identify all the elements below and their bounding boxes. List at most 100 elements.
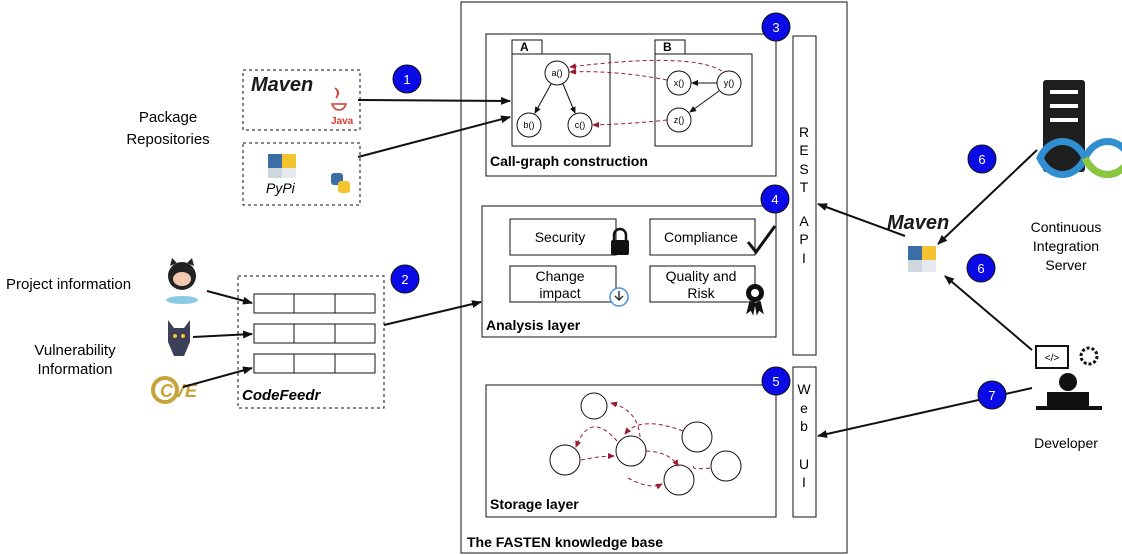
svg-text:2: 2 (401, 272, 408, 287)
rest-api-letter: S (799, 161, 808, 177)
badge-3: 3 (761, 12, 791, 42)
badge-2: 2 (390, 264, 420, 294)
web-ui-letter: I (802, 474, 806, 490)
package-repositories-label-2: Repositories (126, 131, 209, 148)
svg-text:3: 3 (772, 20, 779, 35)
cve-logo-icon: CVE (151, 376, 198, 404)
storage-edge (610, 401, 641, 438)
github-octocat-icon (166, 258, 198, 304)
developer-icon: </> (1035, 345, 1102, 410)
ci-server-label-1: Continuous (1031, 219, 1102, 235)
dashed-edge-y-a (569, 59, 723, 72)
svg-text:5: 5 (772, 374, 779, 389)
arrow-package-to-rest (817, 203, 906, 237)
node-a-label: a() (552, 68, 563, 78)
node-a (544, 60, 570, 86)
analysis-quality-label-2: Risk (687, 285, 715, 301)
analysis-security-label: Security (535, 229, 586, 245)
analysis-change-box (509, 265, 617, 303)
badge-5: 5 (761, 366, 791, 396)
analysis-compliance-label: Compliance (664, 229, 738, 245)
web-ui-letter: e (800, 400, 808, 416)
lock-icon (611, 227, 629, 255)
arrow-developer-to-package (944, 275, 1033, 351)
security-dog-icon (168, 320, 190, 356)
arrow-maven-to-callgraph (357, 96, 511, 105)
rest-api-letter: E (799, 142, 808, 158)
codefeedr-table-row (253, 353, 376, 374)
storage-node (549, 444, 581, 476)
pypi-package-icon (268, 154, 296, 178)
package-icon-right (908, 246, 936, 272)
ci-server-label-2: Integration (1033, 238, 1099, 254)
web-ui-letter: W (797, 381, 811, 397)
storage-edge (624, 423, 684, 435)
storage-edge (645, 450, 679, 467)
storage-node (681, 421, 713, 453)
arrow-dog-to-codefeedr (192, 330, 253, 339)
storage-title: Storage layer (490, 496, 579, 512)
callgraph-box-b-label: B (663, 40, 672, 54)
knowledge-base-frame (460, 1, 848, 554)
rest-api-letter: P (799, 231, 808, 247)
python-icon (331, 173, 350, 193)
codefeedr-table-row (253, 293, 376, 314)
node-b (516, 112, 542, 138)
rest-api-letter: R (799, 124, 809, 140)
award-icon (746, 284, 764, 316)
arrow-cve-to-codefeedr (182, 366, 253, 388)
callgraph-box-a-label: A (520, 40, 529, 54)
knowledge-base-title: The FASTEN knowledge base (467, 534, 663, 550)
storage-node (710, 450, 742, 482)
vulnerability-label-1: Vulnerability (34, 342, 116, 359)
storage-edge (580, 453, 615, 461)
codefeedr-box (237, 275, 385, 409)
svg-text:6: 6 (978, 152, 985, 167)
impact-icon (609, 287, 629, 307)
node-b-label: b() (524, 120, 535, 130)
dashed-edge-x-a (569, 68, 668, 81)
edge-y-z (689, 90, 720, 113)
dashed-edge-z-c (592, 119, 668, 128)
arrow-codefeedr-to-analysis (383, 300, 482, 326)
arrow-pypi-to-callgraph (357, 115, 511, 158)
storage-edge (575, 426, 618, 448)
package-repositories-label-1: Package (139, 109, 197, 126)
checkmark-icon (746, 225, 777, 255)
edge-a-c (562, 83, 576, 114)
vulnerability-label-2: Information (37, 361, 112, 378)
svg-text:6: 6 (977, 261, 984, 276)
badge-6-ci: 6 (967, 144, 997, 174)
rest-api-letter: T (800, 179, 809, 195)
code-glyph: </> (1045, 353, 1060, 364)
web-ui-letter: b (800, 418, 808, 434)
java-icon: Java (330, 87, 354, 127)
badge-6-developer: 6 (966, 253, 996, 283)
storage-edge (627, 465, 711, 486)
badge-1: 1 (392, 64, 422, 94)
web-ui-letter: U (799, 456, 809, 472)
storage-graph (549, 392, 742, 496)
svg-text:1: 1 (403, 72, 410, 87)
callgraph-panel (485, 33, 777, 177)
node-y-label: y() (724, 78, 735, 88)
rest-api-letters: R E S T A P I (799, 124, 809, 266)
rest-api-letter: I (802, 250, 806, 266)
codefeedr-table-row (253, 323, 376, 344)
web-ui-column (792, 366, 817, 518)
storage-node (580, 392, 608, 420)
maven-logo: Maven (251, 74, 313, 96)
node-c-label: c() (575, 120, 586, 130)
analysis-change-label-1: Change (535, 268, 584, 284)
java-logo-text: Java (331, 116, 354, 127)
maven-logo-right: Maven (887, 212, 949, 234)
node-c (567, 112, 593, 138)
badge-7: 7 (977, 380, 1007, 410)
storage-node (615, 435, 647, 467)
node-z-label: z() (674, 115, 685, 125)
svg-text:4: 4 (771, 192, 778, 207)
pypi-repo-box (242, 142, 361, 206)
analysis-quality-label-1: Quality and (666, 268, 737, 284)
callgraph-box-b (654, 53, 753, 147)
